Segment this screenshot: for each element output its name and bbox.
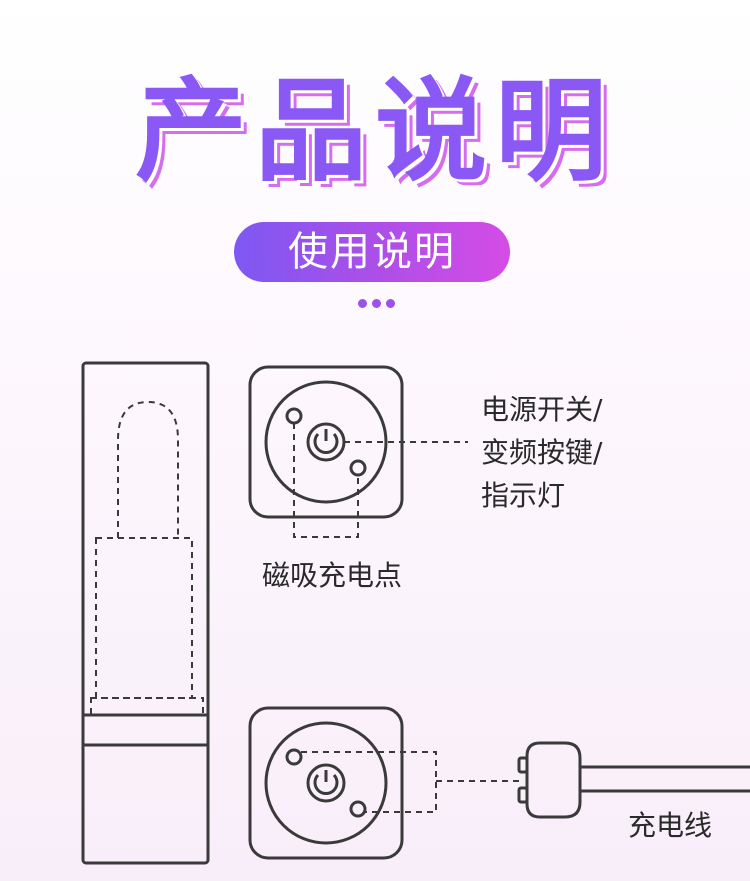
device-internal	[90, 400, 204, 716]
page-title: 产品说明	[135, 67, 615, 197]
magnetic-charge-label: 磁吸充电点	[262, 559, 403, 592]
top-view-leaders	[293, 423, 468, 538]
dot	[358, 299, 367, 308]
charging-cable	[517, 741, 750, 819]
pagination-dots	[358, 299, 398, 309]
power-label-line-1: 电源开关/	[481, 393, 603, 426]
dot	[372, 299, 381, 308]
power-label-line-3: 指示灯	[481, 479, 566, 512]
power-icon-arc	[313, 432, 339, 454]
power-icon-arc	[313, 773, 339, 795]
power-label-line-2: 变频按键/	[481, 436, 603, 469]
device-body	[81, 361, 210, 865]
cable-label: 充电线	[628, 809, 713, 842]
dot	[386, 299, 395, 308]
power-icon	[306, 763, 346, 803]
bottom-view-leaders	[301, 751, 522, 813]
bottom-view	[248, 706, 404, 860]
section-pill: 使用说明	[234, 222, 510, 282]
